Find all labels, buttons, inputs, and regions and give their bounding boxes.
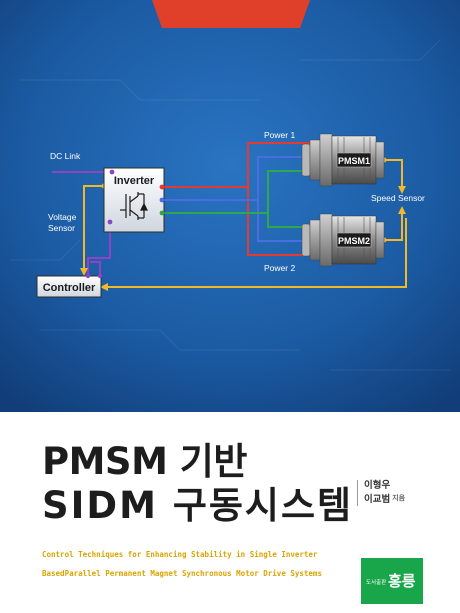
- subtitle-line-1: Control Techniques for Enhancing Stabili…: [42, 550, 318, 559]
- controller-terminal: [85, 273, 91, 279]
- wire-voltage-sense: [90, 261, 101, 276]
- motor-pmsm1: PMSM1: [301, 133, 385, 187]
- wiring: [52, 142, 407, 288]
- inverter-block: Inverter: [103, 167, 165, 233]
- wire-controller-inverter: [87, 222, 111, 276]
- igbt-symbol: [120, 192, 148, 220]
- controller-label: Controller: [43, 282, 96, 294]
- author-role: 지음: [392, 494, 406, 502]
- author-2: 이교범: [364, 494, 391, 505]
- controller-terminal: [97, 273, 103, 279]
- title-line-2: SIDM 구동시스템: [42, 484, 354, 527]
- voltage-sensor-label-1: Voltage: [48, 212, 77, 222]
- top-accent-shape: [152, 0, 310, 28]
- wire-speed-feedback: [106, 218, 407, 288]
- system-diagram: Inverter Controller: [0, 0, 460, 412]
- wire-speed-sensor-2: [384, 212, 403, 241]
- wire-phase-a-motor2: [247, 187, 318, 256]
- motor2-label: PMSM2: [338, 236, 370, 246]
- controller-block: Controller: [36, 275, 102, 298]
- wire-voltage-sensor: [83, 185, 104, 270]
- motor1-label: PMSM1: [338, 156, 370, 166]
- inverter-label: Inverter: [114, 175, 155, 187]
- wire-speed-sensor-1: [384, 159, 403, 188]
- wire-phase-b-motor1: [162, 156, 318, 201]
- dc-link-label: DC Link: [50, 151, 81, 161]
- cover-illustration: Inverter Controller: [0, 0, 460, 412]
- power1-label: Power 1: [264, 130, 295, 140]
- wire-phase-a-motor1: [162, 142, 318, 188]
- background-pattern: [10, 39, 450, 371]
- author-1: 이형우: [364, 480, 391, 491]
- background: [0, 0, 460, 412]
- motor-pmsm2: PMSM2: [301, 213, 385, 267]
- publisher-prefix: 도서출판: [366, 580, 387, 586]
- subtitle-line-2: BasedParallel Permanent Magnet Synchrono…: [42, 569, 322, 578]
- publisher-logo: 도서출판 홍릉: [361, 558, 423, 604]
- voltage-sensor-label-2: Sensor: [48, 223, 75, 233]
- arrowheads: [80, 186, 406, 291]
- publisher-name: 홍릉: [388, 572, 416, 590]
- speed-sensor-label: Speed Sensor: [371, 193, 425, 203]
- title-line-1: PMSM 기반: [42, 440, 247, 483]
- wire-phase-c-motor1: [162, 170, 318, 214]
- power2-label: Power 2: [264, 263, 295, 273]
- book-title: PMSM 기반 SIDM 구동시스템: [42, 440, 353, 528]
- inverter-terminals: [107, 169, 165, 225]
- diagram-labels: DC Link Voltage Sensor Power 1 Power 2 S…: [48, 130, 425, 273]
- wire-phase-c-motor2: [267, 213, 318, 228]
